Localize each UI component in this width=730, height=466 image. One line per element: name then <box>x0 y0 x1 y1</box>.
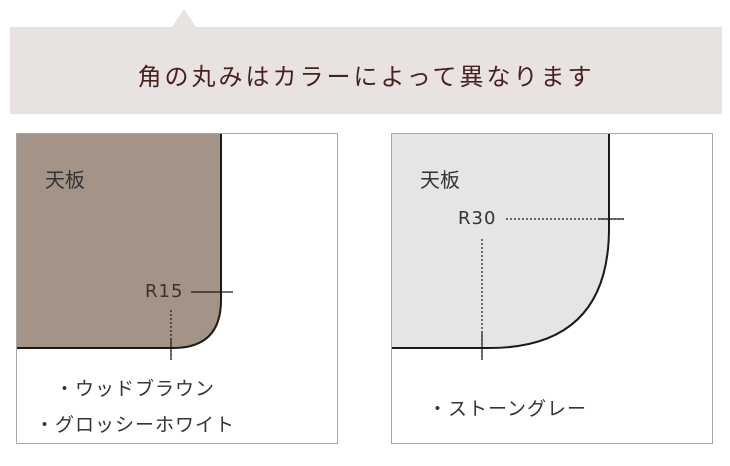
tabletop-label: 天板 <box>45 168 85 192</box>
tabletop-edge-r15 <box>17 134 222 349</box>
radius-label-r30: R30 <box>458 208 497 229</box>
banner: 角の丸みはカラーによって異なります <box>10 27 722 114</box>
color-note-1: ・ストーングレー <box>428 398 588 420</box>
color-note-1: ・ウッドブラウン <box>55 378 216 400</box>
tabletop-shape-r15 <box>17 134 221 348</box>
tabletop-shape-r30 <box>392 134 609 348</box>
banner-title: 角の丸みはカラーによって異なります <box>137 63 595 91</box>
corner-diagram-r30 <box>392 134 624 360</box>
color-note-2: ・グロッシーホワイト <box>35 414 236 436</box>
radius-label-r15: R15 <box>145 281 184 302</box>
banner-pointer <box>172 9 196 27</box>
panel-r30: 天板 R30 ・ストーングレー <box>391 133 713 444</box>
tabletop-label: 天板 <box>420 168 460 192</box>
tabletop-edge-r30 <box>392 134 610 349</box>
panel-r15: 天板 R15 ・ウッドブラウン ・グロッシーホワイト <box>16 133 338 444</box>
corner-diagram-r15 <box>17 134 233 360</box>
